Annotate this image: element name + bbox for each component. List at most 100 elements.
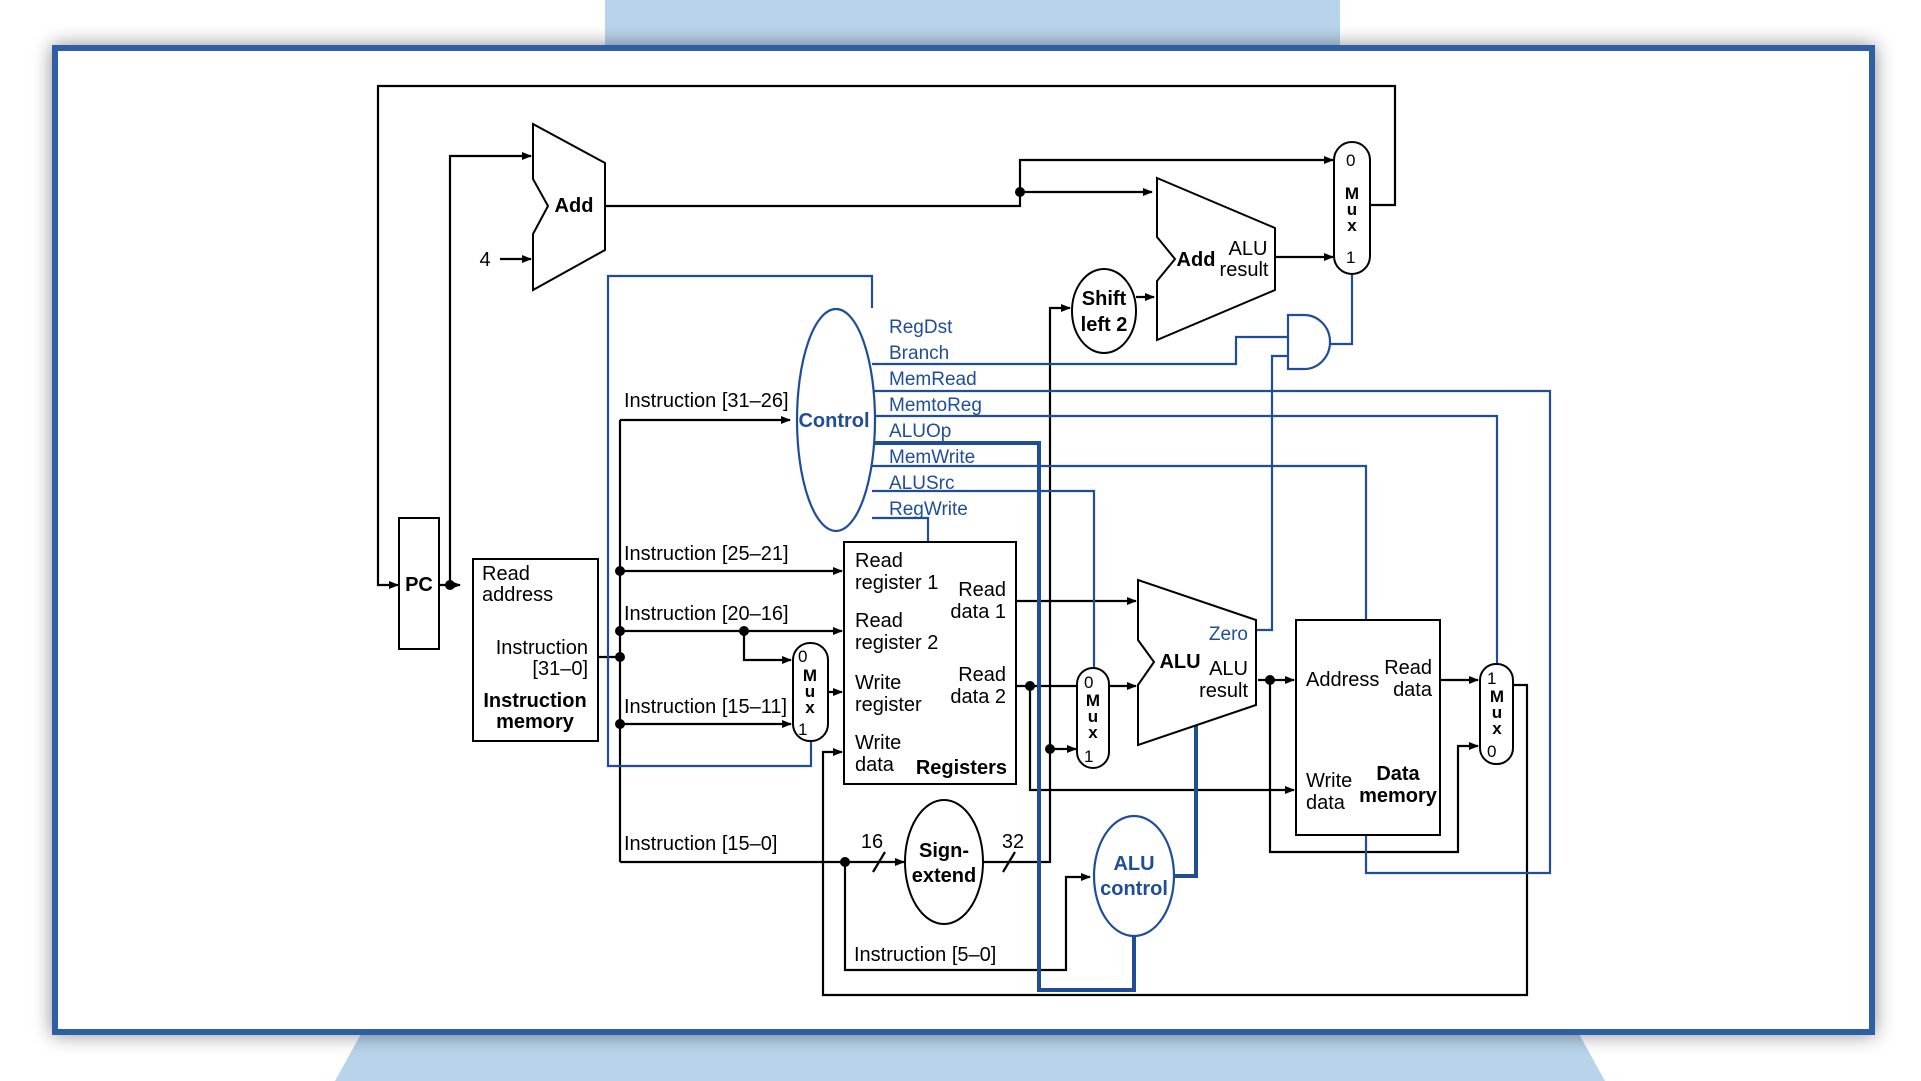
dmem-read-label-1: Read: [1384, 657, 1432, 679]
regs-wd-2: data: [855, 754, 895, 776]
dmem-read-label-2: data: [1393, 679, 1433, 701]
signal-branch: Branch: [889, 343, 949, 364]
pc-mux-top-input: 0: [1346, 151, 1355, 170]
sign-extend: [904, 799, 984, 925]
alu-mux-letter-u: u: [1088, 707, 1098, 726]
regs-rd2-1: Read: [958, 664, 1006, 686]
sign-extend-label-1: Sign-: [919, 840, 969, 862]
datapath-wires: [376, 84, 1529, 997]
field-funct: Instruction [5–0]: [854, 944, 996, 966]
imem-read-label-1: Read: [482, 563, 530, 585]
dmem-write-label-1: Write: [1306, 770, 1352, 792]
field-op: Instruction [31–26]: [624, 390, 789, 412]
pc-label: PC: [405, 574, 433, 596]
regs-rr1-1: Read: [855, 550, 903, 572]
branch-adder-result-1: ALU: [1229, 238, 1268, 260]
data-memory: [1295, 619, 1441, 836]
alu-mux-bottom-input: 1: [1084, 747, 1093, 766]
regs-title: Registers: [916, 757, 1007, 779]
shift-left-2: [1071, 268, 1137, 354]
control-label: Control: [798, 410, 869, 432]
width-32-label: 32: [1002, 831, 1024, 853]
constant-four: 4: [479, 249, 490, 271]
mem-mux-letter-x: x: [1492, 719, 1502, 738]
pc-adder-label: Add: [555, 195, 594, 217]
alu: [1137, 578, 1257, 747]
control-wires: [606, 274, 1552, 875]
signal-aluop: ALUOp: [889, 421, 951, 442]
register-file: [843, 541, 1017, 785]
regs-rr2-1: Read: [855, 610, 903, 632]
pc-mux: [1333, 141, 1371, 275]
pc-adder: [532, 122, 606, 292]
reg-mux-top-input: 0: [798, 647, 807, 666]
imem-title-2: memory: [496, 711, 575, 733]
reg-mux-bottom-input: 1: [798, 720, 807, 739]
alu-mux-top-input: 0: [1084, 673, 1093, 692]
field-rt: Instruction [20–16]: [624, 603, 789, 625]
field-rs: Instruction [25–21]: [624, 543, 789, 565]
reg-mux-letter-u: u: [805, 682, 815, 701]
alu-zero-label: Zero: [1209, 624, 1248, 645]
dmem-title-2: memory: [1359, 785, 1438, 807]
branch-adder-label: Add: [1177, 249, 1216, 271]
branch-adder: [1156, 176, 1276, 342]
backdrop-top-shape: [605, 0, 1340, 50]
pc-mux-letter-x: x: [1347, 216, 1357, 235]
regs-rd1-1: Read: [958, 579, 1006, 601]
imem-instr-label-1: Instruction: [496, 637, 588, 659]
mem-mux-top-input: 1: [1487, 669, 1496, 688]
mem-mux-bottom-input: 0: [1487, 742, 1496, 761]
regs-rr1-2: register 1: [855, 572, 938, 594]
branch-adder-result-2: result: [1220, 259, 1269, 281]
instruction-memory: [472, 558, 599, 742]
signal-alusrc: ALUSrc: [889, 473, 954, 494]
shift-label-2: left 2: [1081, 314, 1128, 336]
sign-extend-label-2: extend: [912, 865, 976, 887]
memtoreg-mux: [1479, 663, 1514, 765]
backdrop-bottom-shape: [335, 1035, 1605, 1081]
alu-control-label-1: ALU: [1113, 853, 1154, 875]
regs-wr-2: register: [855, 694, 922, 716]
signal-memtoreg: MemtoReg: [889, 395, 982, 416]
regdst-mux: [792, 642, 829, 742]
mem-mux-letter-u: u: [1492, 703, 1502, 722]
dmem-address-label: Address: [1306, 669, 1379, 691]
pc-mux-letter-u: u: [1347, 200, 1357, 219]
shift-label-1: Shift: [1082, 288, 1127, 310]
alu-result-label-2: result: [1199, 680, 1248, 702]
alu-mux-letter-x: x: [1088, 723, 1098, 742]
regs-wr-1: Write: [855, 672, 901, 694]
branch-and-gate: [1286, 313, 1332, 371]
mem-mux-letter-m: M: [1490, 687, 1504, 706]
regs-wd-1: Write: [855, 732, 901, 754]
alu-result-label-1: ALU: [1209, 658, 1248, 680]
regs-rr2-2: register 2: [855, 632, 938, 654]
dmem-title-1: Data: [1376, 763, 1420, 785]
control-unit: [795, 307, 877, 533]
dmem-write-label-2: data: [1306, 792, 1346, 814]
regs-rd2-2: data 2: [950, 686, 1006, 708]
reg-mux-letter-m: M: [803, 666, 817, 685]
field-imm: Instruction [15–0]: [624, 833, 777, 855]
regs-rd1-2: data 1: [950, 601, 1006, 623]
signal-memwrite: MemWrite: [889, 447, 975, 468]
imem-read-label-2: address: [482, 584, 553, 606]
pc-mux-letter-m: M: [1345, 184, 1359, 203]
alusrc-mux: [1076, 667, 1110, 769]
reg-mux-letter-x: x: [805, 698, 815, 717]
imem-instr-label-2: [31–0]: [532, 658, 588, 680]
signal-regwrite: RegWrite: [889, 499, 968, 520]
field-rd: Instruction [15–11]: [624, 696, 787, 718]
width-16-label: 16: [861, 831, 883, 853]
signal-regdst: RegDst: [889, 317, 953, 338]
signal-memread: MemRead: [889, 369, 977, 390]
alu-label: ALU: [1159, 651, 1200, 673]
alu-control-label-2: control: [1100, 878, 1168, 900]
alu-mux-letter-m: M: [1086, 691, 1100, 710]
pc-register: [398, 517, 440, 650]
alu-control: [1092, 814, 1176, 938]
pc-mux-bottom-input: 1: [1346, 248, 1355, 267]
imem-title-1: Instruction: [483, 690, 586, 712]
